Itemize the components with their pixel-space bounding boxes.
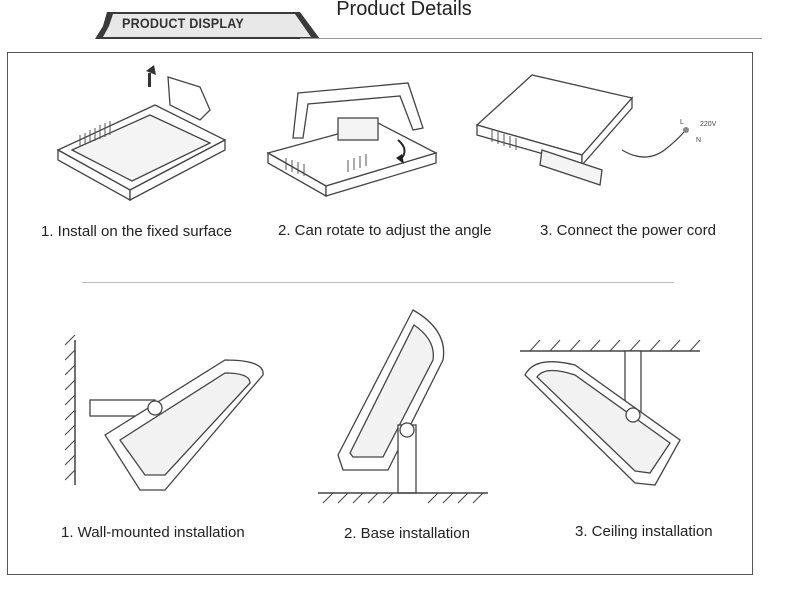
section-banner-label: PRODUCT DISPLAY bbox=[122, 15, 244, 31]
fixed-surface-illustration bbox=[56, 65, 227, 202]
caption-fixed-surface: 1. Install on the fixed surface bbox=[41, 223, 232, 240]
section-banner bbox=[95, 12, 320, 39]
neutral-label: N bbox=[696, 137, 701, 144]
section-divider bbox=[82, 282, 674, 283]
live-label: L bbox=[680, 119, 684, 126]
header-rule bbox=[300, 38, 762, 39]
wall-mount-illustration bbox=[65, 335, 264, 491]
power-cord-illustration: 220V L N bbox=[475, 74, 717, 186]
voltage-label: 220V bbox=[700, 121, 717, 128]
caption-rotate-angle: 2. Can rotate to adjust the angle bbox=[278, 222, 492, 239]
base-install-illustration bbox=[318, 309, 488, 504]
caption-wall-mounted: 1. Wall-mounted installation bbox=[61, 524, 245, 541]
rotate-angle-illustration bbox=[266, 82, 438, 198]
ceiling-install-illustration bbox=[520, 339, 701, 486]
caption-base-install: 2. Base installation bbox=[344, 525, 470, 542]
page-title: Product Details bbox=[336, 0, 472, 20]
caption-power-cord: 3. Connect the power cord bbox=[540, 222, 716, 239]
caption-ceiling-install: 3. Ceiling installation bbox=[575, 523, 713, 540]
product-frame bbox=[7, 52, 753, 575]
